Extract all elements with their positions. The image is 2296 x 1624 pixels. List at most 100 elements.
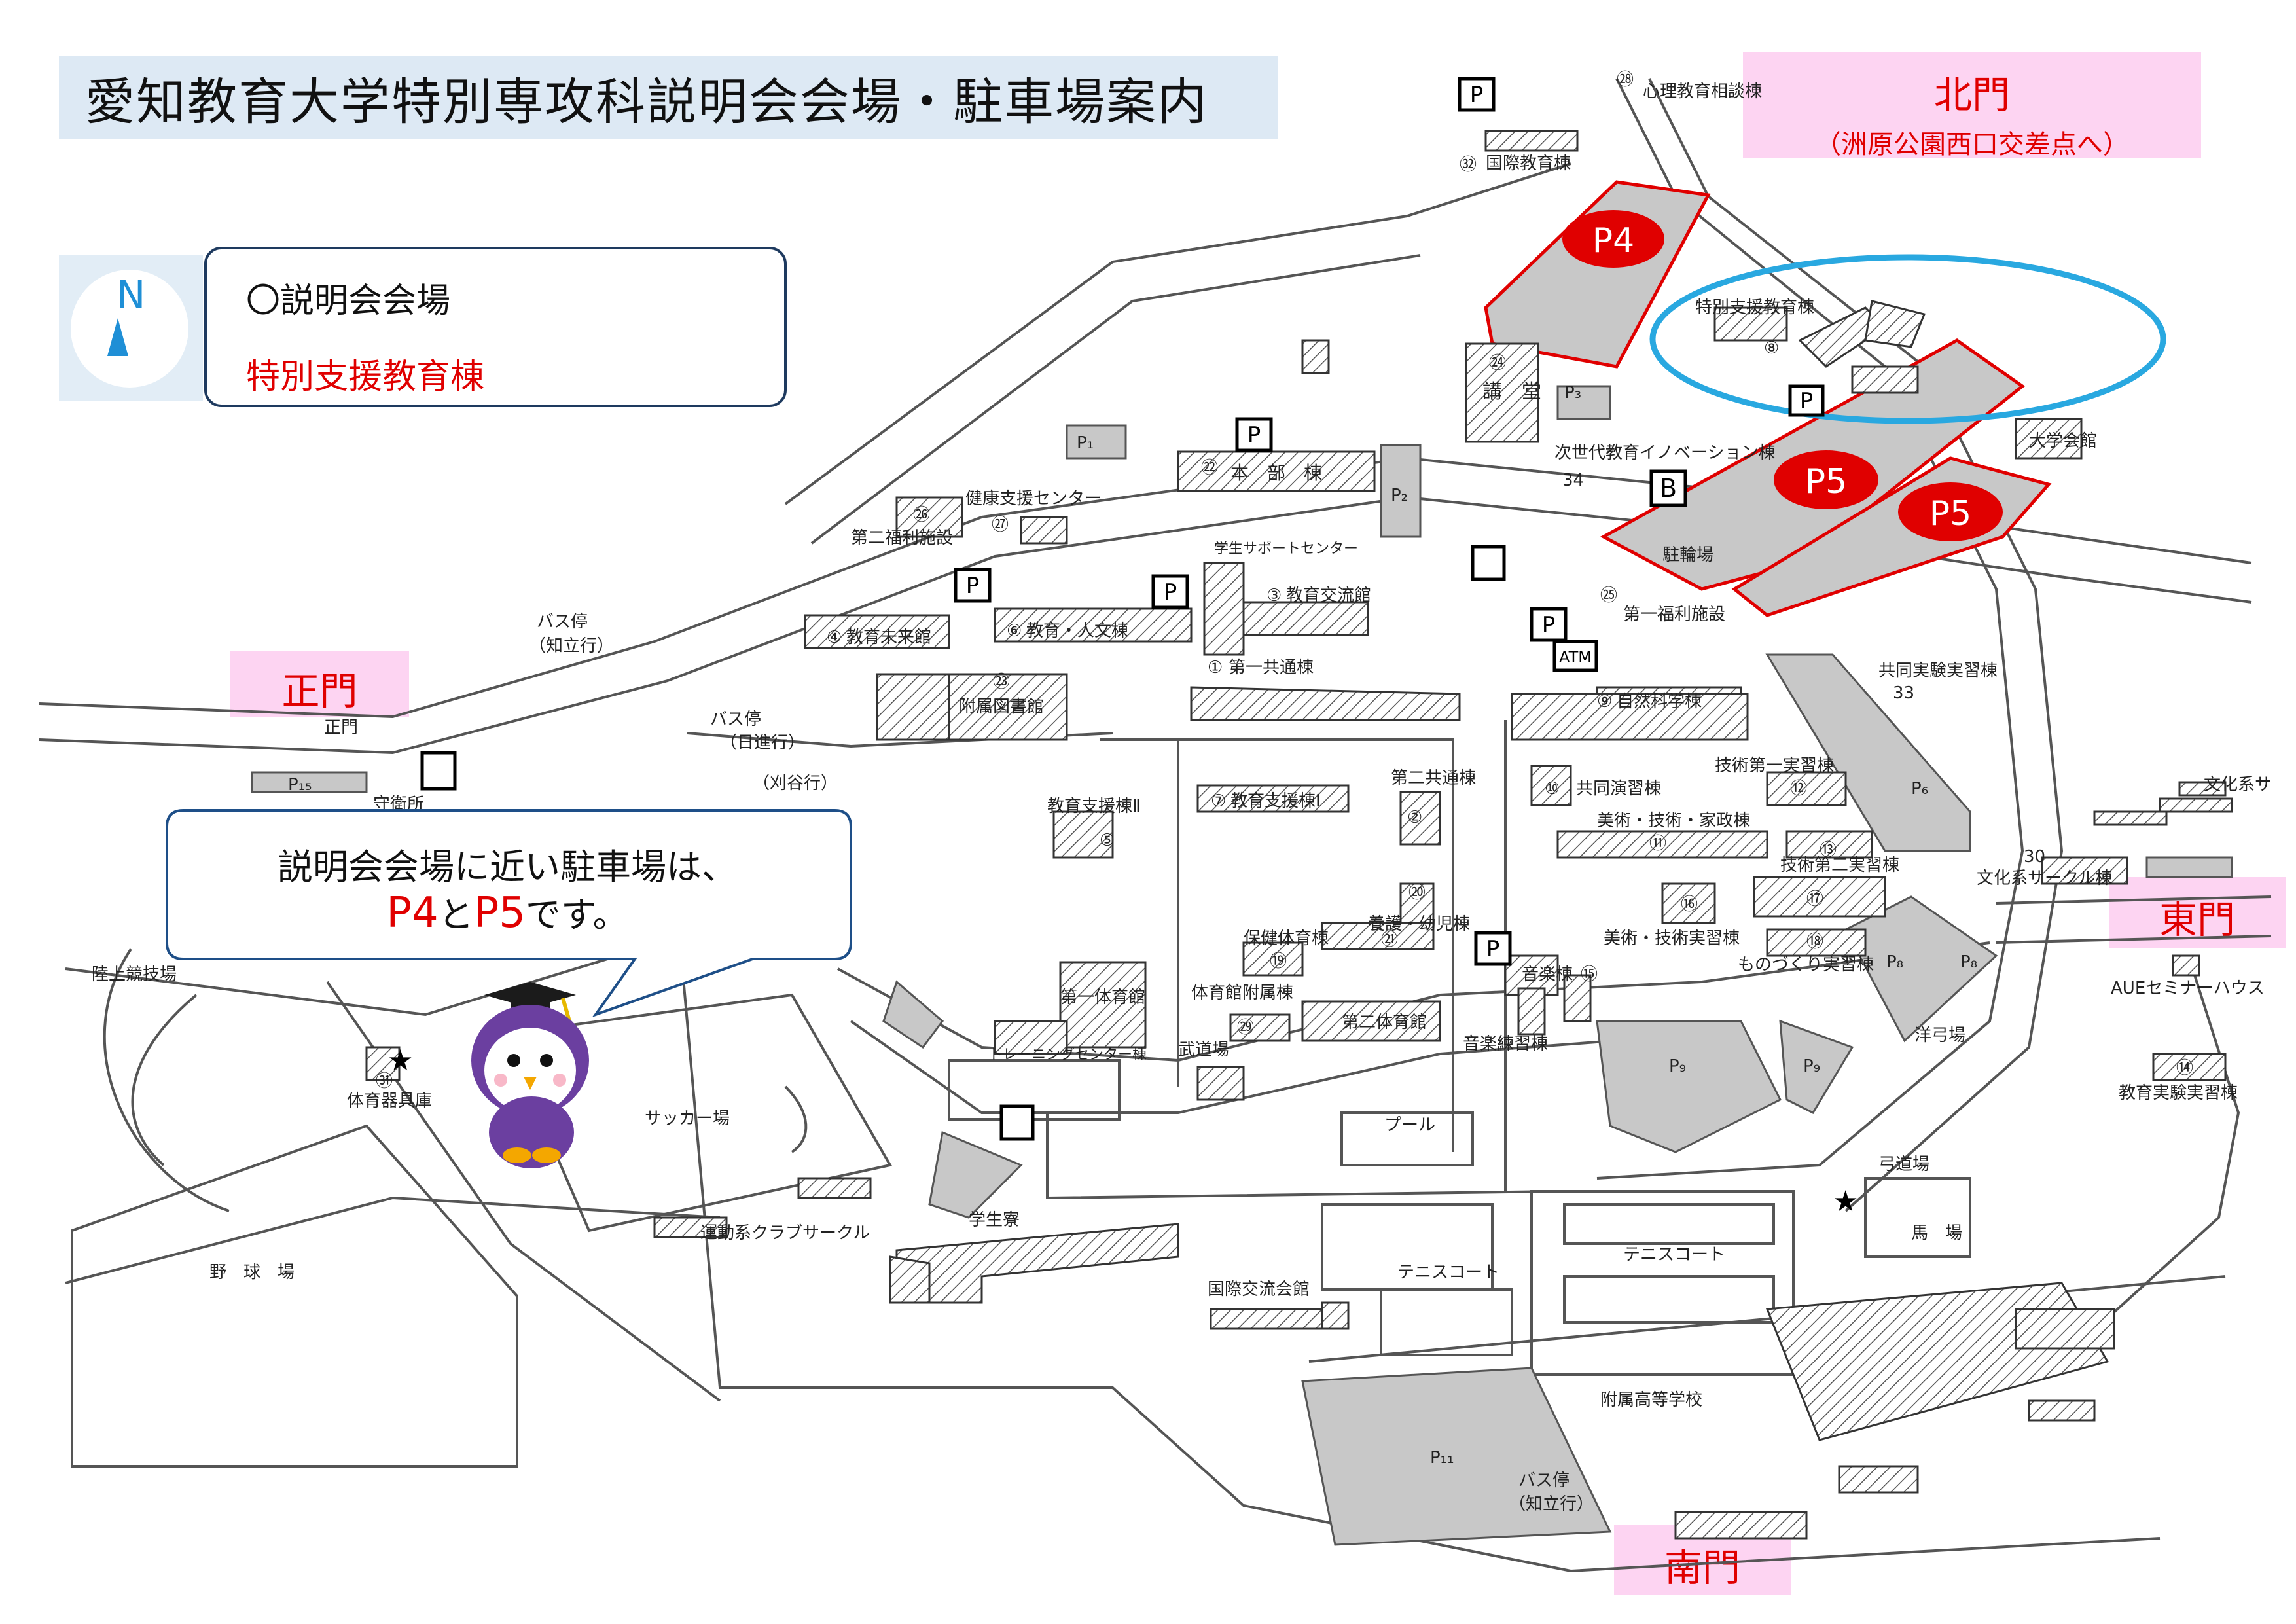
building-number: ⑳ [1408,883,1426,903]
advice-line-2: P4とP5です。 [164,890,851,938]
label-rikujo: 陸上競技場 [92,965,177,984]
building-number: ㉙ [1237,1018,1254,1038]
label-kyudo: 弓道場 [1878,1155,1929,1174]
building-number: 30 [2024,847,2045,867]
venue-highlight-circle [1649,254,2166,424]
label-p9a: P₉ [1669,1056,1686,1076]
label-kyoiku-koryu: 教育交流館 [1286,586,1371,605]
accessible-parking-icon [1458,77,1496,112]
label-kyodo-jikken: 共同実験実習棟 [1878,661,1998,681]
building-number: ⑩ [1545,779,1560,799]
label-p3: P₃ [1564,383,1581,403]
atm-label: ATM [1559,648,1592,666]
training-gray [882,980,944,1049]
venue-info-box: 〇説明会会場 特別支援教育棟 [204,247,787,407]
venue-name: 特別支援教育棟 [246,357,485,397]
label-kokusai-koryu: 国際交流会館 [1208,1280,1310,1299]
label-taiikukan-fuzoku: 体育館附属棟 [1191,983,1293,1003]
label-kyoiku-jikken: 教育実験実習棟 [2119,1083,2238,1103]
label-p11: P₁₁ [1430,1448,1454,1468]
gakuseiryo-gray [928,1130,1023,1219]
building-number: ③ [1266,586,1282,605]
label-p8a: P₈ [1886,952,1903,972]
p5-marker-north [1774,450,1878,509]
south-gate-name: 南門 [1664,1545,1740,1590]
building-icon [1471,545,1506,581]
main-gate-name: 正門 [281,669,358,713]
label-yokyu: 洋弓場 [1914,1026,1965,1045]
label-kyodo-ensyu: 共同演習棟 [1576,779,1661,799]
parking-p6 [1765,653,1971,852]
building-number: ⑰ [1806,890,1823,909]
label-churinjo: 駐輪場 [1662,545,1713,565]
label-bus-nisshin: バス停 [710,710,761,729]
label-daigakukaikan: 大学会館 [2029,431,2097,451]
star-markers: ★ ★ [387,1044,1858,1218]
b-sign-label: B [1660,474,1677,503]
accessible-parking-icon [1530,607,1568,642]
label-aue-seminar: AUEセミナーハウス [2111,979,2265,998]
building-number: ㉜ [1460,155,1477,175]
building-number: ㉒ [1201,458,1218,478]
parking-p9-side [1779,1019,1854,1114]
phone-icon [420,751,457,791]
sign-p: P [966,573,980,599]
building-number: ⑦ [1211,791,1226,811]
label-honbu: 本 部 棟 [1230,462,1322,484]
sports-fields [71,993,1971,1468]
label-kyoiku-mirai: 教育未来館 [846,628,931,647]
parking-advice-text: 説明会会場に近い駐車場は、 P4とP5です。 [164,844,851,938]
building-number: 34 [1562,471,1584,490]
label-tokubetsu-shien: 特別支援教育棟 [1695,298,1814,317]
label-daiichi-taiikukan: 第一体育館 [1060,988,1145,1007]
label-kyoiku-shien-2: 教育支援棟Ⅱ [1047,797,1141,816]
building-number: ⑫ [1790,779,1807,799]
label-daiichi-fukuri: 第一福利施設 [1623,605,1725,624]
label-daini-kyotsu: 第二共通棟 [1391,768,1476,788]
sign-p: P [1247,422,1261,448]
building-number: ㉛ [376,1072,393,1091]
building-number: ⑤ [1100,831,1115,850]
label-yogo: 養護・幼児棟 [1368,914,1470,934]
accessible-parking-icon [1235,417,1273,452]
label-seimon-small: 正門 [324,718,358,738]
accessible-parking-icon [1788,384,1825,417]
building-number: ㉕ [1600,586,1617,605]
parking-p2 [1380,444,1422,538]
label-gakusei-support: 学生サポートセンター [1214,541,1358,557]
label-bunka-circle-n: 文化系サ [2204,775,2272,795]
label-bus-kariya: （刈谷行） [753,774,838,793]
parking-p8-east [1844,895,1998,1043]
advice-p5: P5 [473,889,526,937]
building-number: ㉔ [1489,353,1506,373]
label-gijutsu-2: 技術第二実習棟 [1780,856,1899,875]
label-jisedai: 次世代教育イノベーション棟 [1554,443,1775,463]
north-gate-label: 北門 （洲原公園西口交差点へ） [1743,52,2201,160]
parking-p3 [1556,385,1611,420]
label-fuzoku-koko: 附属高等学校 [1600,1390,1702,1410]
sign-p: P [1800,388,1814,414]
parking-lots [251,180,2233,1546]
label-hoken-taiiku: 保健体育棟 [1244,929,1329,948]
building-number: ⑮ [1581,965,1598,984]
label-baba: 馬 場 [1911,1223,1962,1243]
label-tennis2: テニスコート [1623,1245,1725,1265]
label-bus-chiryu-sub: （知立行） [529,636,614,656]
parking-p9-main [1596,1020,1782,1153]
mascot-penguin [471,982,589,1168]
parking-p15 [251,771,368,793]
label-p2: P₂ [1391,486,1408,505]
label-ongaku: 音楽棟 [1522,965,1573,984]
label-monozukuri: ものづくり実習棟 [1738,955,1874,975]
label-undo-circle: 運動系クラブサークル [700,1223,870,1243]
label-p1: P₁ [1077,433,1094,453]
sign-glyphs: P P P P P P P ATM B [966,82,1814,962]
north-arrow-icon [107,318,128,356]
building-number: ② [1407,808,1422,827]
building-number: ㉖ [913,505,930,525]
building-number: ⑥ [1007,621,1022,641]
north-gate-sub: （洲原公園西口交差点へ） [1815,130,2129,160]
label-ongaku-renshu: 音楽練習棟 [1463,1034,1548,1054]
main-gate-label: 正門 [230,651,409,717]
p4-marker-label: P4 [1592,221,1634,261]
